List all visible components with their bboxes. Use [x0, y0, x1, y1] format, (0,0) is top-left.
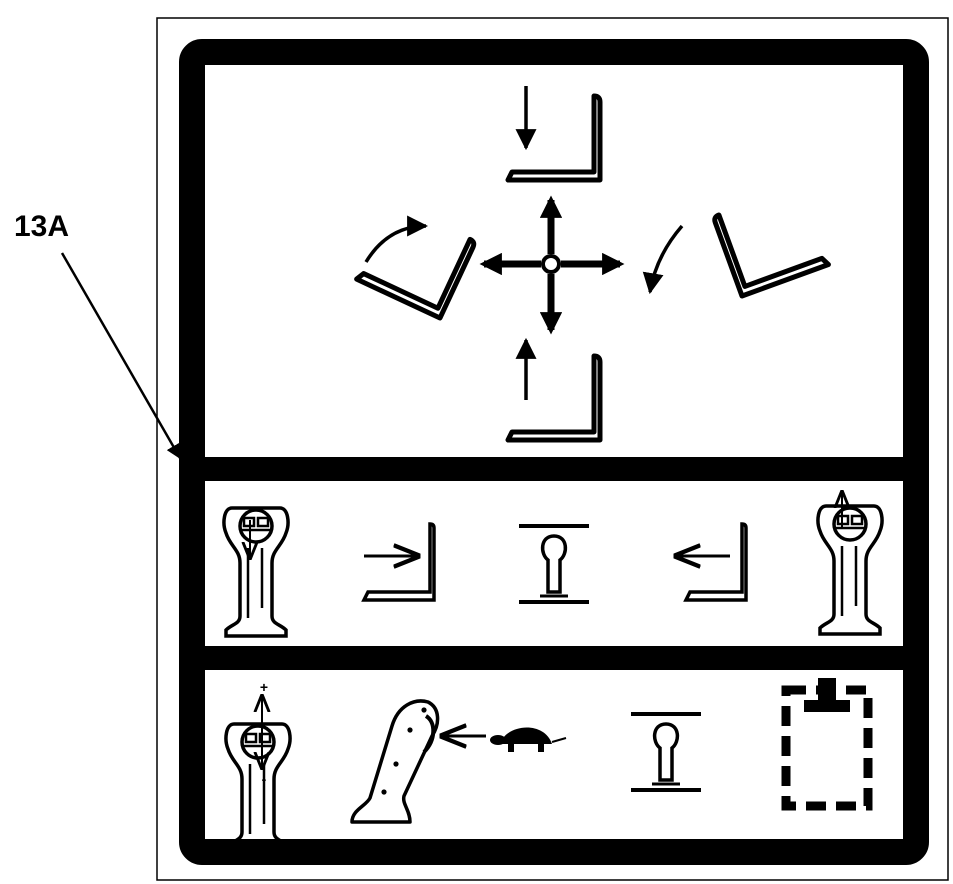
- four-way-arrows-icon: [479, 195, 625, 335]
- joystick-thumb-down-icon: [222, 506, 290, 638]
- divider-2: [192, 646, 916, 670]
- fork-raise-icon: [508, 337, 600, 440]
- divider-1: [192, 457, 916, 481]
- side-shift-right-icon: [361, 522, 436, 602]
- fork-lower-icon: [508, 86, 600, 180]
- lever-handle-icon: [350, 699, 486, 824]
- battery-outline-icon: [781, 678, 873, 811]
- fork-tilt-back-icon: [357, 203, 476, 318]
- fork-tilt-forward-icon: [642, 186, 828, 296]
- side-shift-left-icon: [676, 522, 748, 602]
- plus-label: +: [260, 679, 268, 695]
- turtle-slow-icon: [490, 727, 567, 752]
- joystick-plus-minus-icon: + -: [224, 679, 292, 854]
- decal-border: [179, 39, 929, 865]
- joystick-thumb-up-icon: [816, 492, 884, 636]
- fork-motion-panel: [357, 86, 829, 440]
- callout-leader-arrow: [60, 252, 182, 460]
- side-shift-panel: [222, 492, 884, 638]
- minus-label: -: [262, 771, 267, 787]
- speed-panel: + -: [224, 678, 873, 854]
- outer-frame: [156, 17, 949, 881]
- neutral-lever-icon: [517, 524, 591, 604]
- neutral-lever-icon: [629, 712, 703, 792]
- callout-label: 13A: [14, 210, 70, 243]
